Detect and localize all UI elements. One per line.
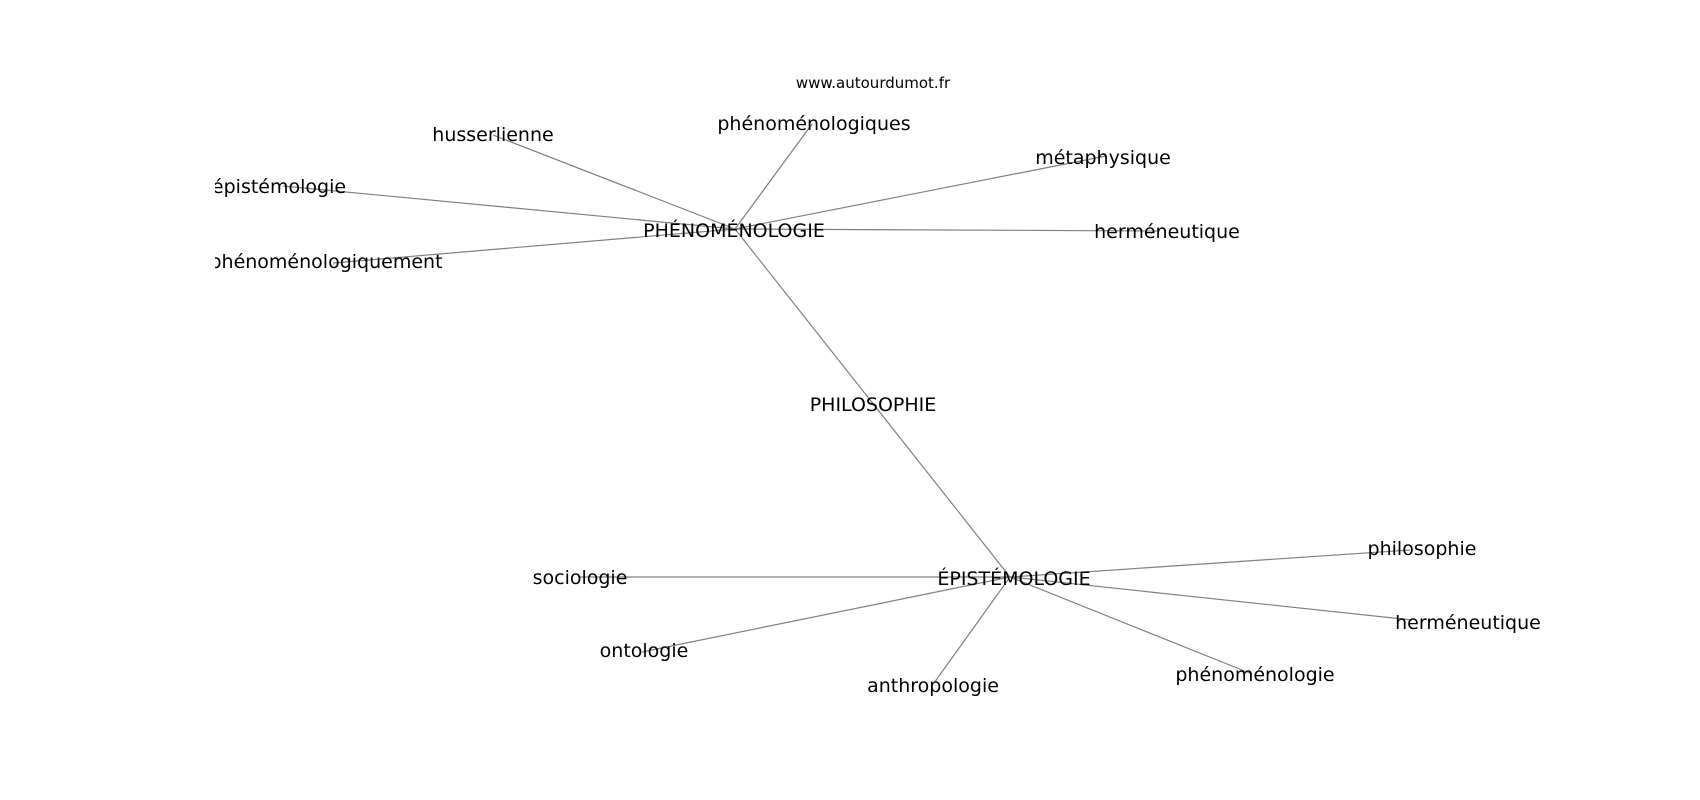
neighbor-node[interactable]: métaphysique <box>1035 147 1171 169</box>
neighbor-node[interactable]: anthropologie <box>867 675 999 697</box>
hub-node-epistemologie[interactable]: ÉPISTÉMOLOGIE <box>937 567 1090 590</box>
edge-hub1-neighbor-2 <box>282 185 736 230</box>
edge-hub1-neighbor-4 <box>734 155 1107 230</box>
edge-hub2-neighbor-1 <box>641 576 1011 653</box>
neighbor-node[interactable]: phénoménologiquement <box>209 251 443 273</box>
edge-hub2-neighbor-4 <box>1009 549 1411 578</box>
source-url: www.autourdumot.fr <box>796 74 951 92</box>
edge-hub1-neighbor-5 <box>734 228 1161 232</box>
neighbor-node[interactable]: phénoménologiques <box>717 113 910 135</box>
neighbor-node[interactable]: herméneutique <box>1395 612 1541 634</box>
neighbor-node[interactable]: philosophie <box>1368 538 1477 560</box>
edge-hub2-neighbor-3 <box>1009 576 1253 675</box>
neighbor-node[interactable]: épistémologie <box>212 176 346 198</box>
edge-hub1-center <box>734 228 1011 578</box>
edge-hub1-neighbor-1 <box>492 134 736 230</box>
neighbor-node[interactable]: ontologie <box>600 640 689 662</box>
hub-node-phenomenologie[interactable]: PHÉNOMÉNOLOGIE <box>643 219 825 242</box>
neighbor-node[interactable]: herméneutique <box>1094 221 1240 243</box>
center-node[interactable]: PHILOSOPHIE <box>810 394 937 416</box>
neighbor-node[interactable]: husserlienne <box>432 124 553 146</box>
neighbor-node[interactable]: sociologie <box>533 567 628 589</box>
edge-hub1-neighbor-3 <box>332 228 736 264</box>
graph-edges <box>282 123 1413 684</box>
edge-hub2-neighbor-2 <box>933 576 1011 684</box>
edge-hub2-neighbor-5 <box>1009 576 1413 621</box>
edge-hub1-neighbor-0 <box>734 123 813 230</box>
graph-labels: www.autourdumot.fr PHILOSOPHIE PHÉNOMÉNO… <box>209 74 1541 697</box>
neighbor-node[interactable]: phénoménologie <box>1175 664 1334 686</box>
